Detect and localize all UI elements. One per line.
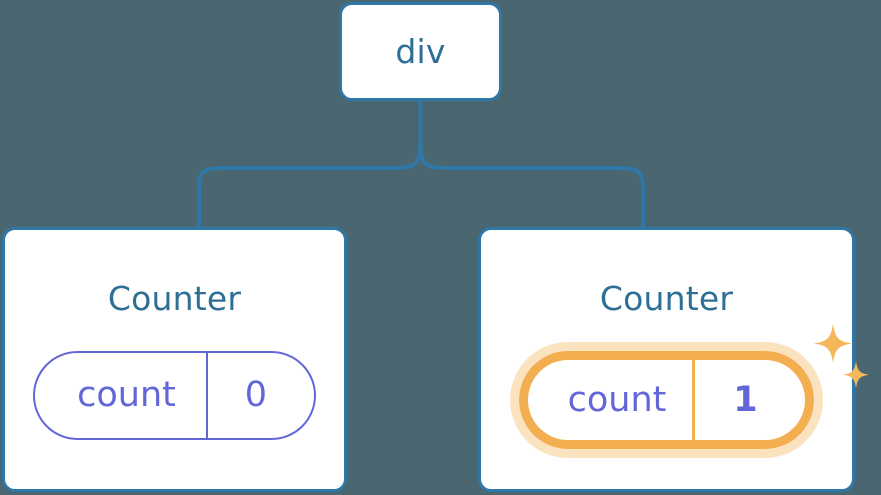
state-pill-divider-right <box>692 360 696 440</box>
state-pill-wrapper-right: count 1 <box>518 324 870 449</box>
connector-to-right-child <box>418 139 645 227</box>
state-value-right: 1 <box>733 379 758 420</box>
node-counter-left-title: Counter <box>107 279 242 318</box>
state-pill-divider-left <box>205 353 208 438</box>
state-pill-wrapper-left: count 0 <box>33 351 316 440</box>
state-pill-left[interactable]: count 0 <box>33 351 316 440</box>
node-counter-right-title: Counter <box>599 279 734 318</box>
connector-to-left-child <box>197 139 423 227</box>
state-key-left: count <box>77 375 176 415</box>
node-counter-left[interactable]: Counter count 0 <box>2 227 347 492</box>
node-div-label: div <box>395 32 446 71</box>
state-key-right: count <box>567 379 667 420</box>
sparkle-small-icon <box>843 361 870 389</box>
state-value-left: 0 <box>244 375 268 415</box>
node-div[interactable]: div <box>339 2 502 101</box>
node-counter-right[interactable]: Counter count 1 <box>478 227 870 492</box>
sparkle-icon <box>814 324 853 363</box>
state-pill-right[interactable]: count 1 <box>518 351 815 449</box>
sparkle-group <box>814 324 870 389</box>
